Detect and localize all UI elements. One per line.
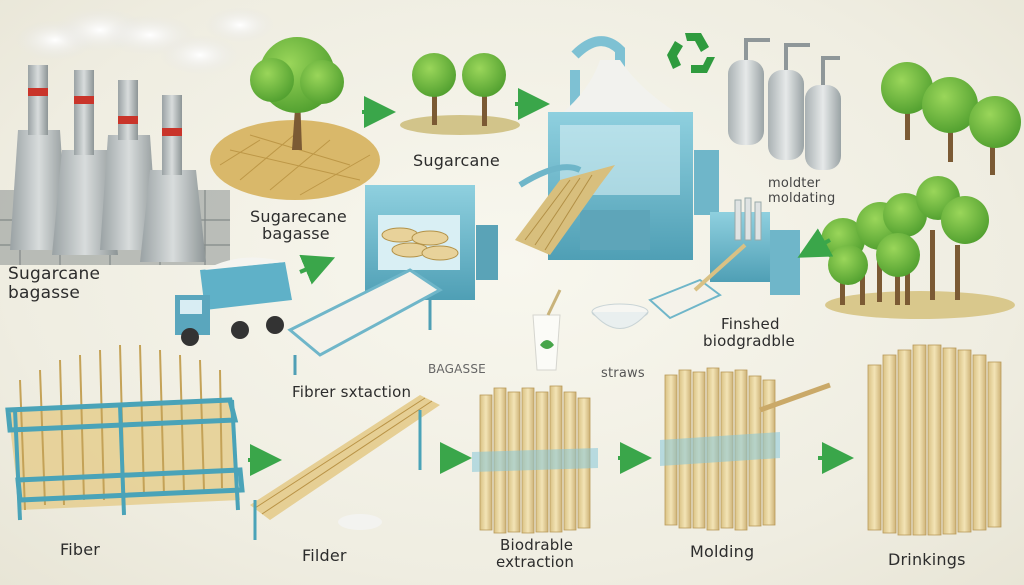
label-line: Sugarcane [8, 264, 101, 284]
fiber-bundle [5, 344, 245, 521]
recycle-icon [667, 33, 715, 73]
sugarcane-trees [400, 53, 520, 135]
storage-tanks [728, 38, 841, 170]
label-drinkings: Drinkings [888, 550, 966, 569]
label-line: Finshed [721, 315, 780, 333]
label-line: Sugarecane [250, 207, 347, 226]
label-fiber: Fiber [60, 540, 101, 559]
label-moldter: moldter moldating [768, 176, 835, 206]
truck [175, 257, 292, 346]
straw-bundle-2 [660, 367, 831, 531]
label-line: bagasse [262, 224, 330, 243]
tree-on-bagasse [210, 37, 380, 200]
label-line: moldter [768, 176, 821, 191]
fiber-extraction-machine [287, 185, 498, 375]
label-line: biodgradble [703, 332, 795, 350]
filder-ramp [250, 395, 440, 540]
label-line: extraction [496, 553, 575, 571]
label-biodrable-extraction: Biodrable extraction [496, 537, 574, 571]
trees-right-mid [821, 176, 1015, 319]
label-sugarcane-top: Sugarcane [413, 151, 500, 170]
power-plant [0, 7, 275, 265]
label-fiber-extraction: Fibrer sxtaction [292, 383, 412, 401]
cup-and-bowl [532, 289, 649, 371]
label-line: bagasse [8, 283, 80, 303]
label-sugarcane-bagasse-left: Sugarcane bagasse [8, 265, 100, 303]
trees-top-right [881, 62, 1021, 175]
molding-machine [648, 197, 800, 320]
label-filder: Filder [302, 546, 347, 565]
label-molding: Molding [690, 542, 755, 561]
label-line: Biodrable [500, 536, 574, 554]
label-line: moldating [768, 191, 836, 206]
label-straws: straws [601, 366, 645, 381]
central-factory [515, 36, 719, 260]
leaf-recycle-icon [540, 340, 554, 349]
straw-bundle-3 [867, 344, 1002, 536]
label-bagasse: BAGASSE [428, 362, 486, 376]
flow-arrows [248, 88, 854, 476]
label-finished-biodegradable: Finshed biodgradble [703, 316, 795, 350]
label-sugarecane-bagasse: Sugarecane bagasse [250, 208, 347, 242]
straw-bundle-1 [472, 385, 598, 534]
